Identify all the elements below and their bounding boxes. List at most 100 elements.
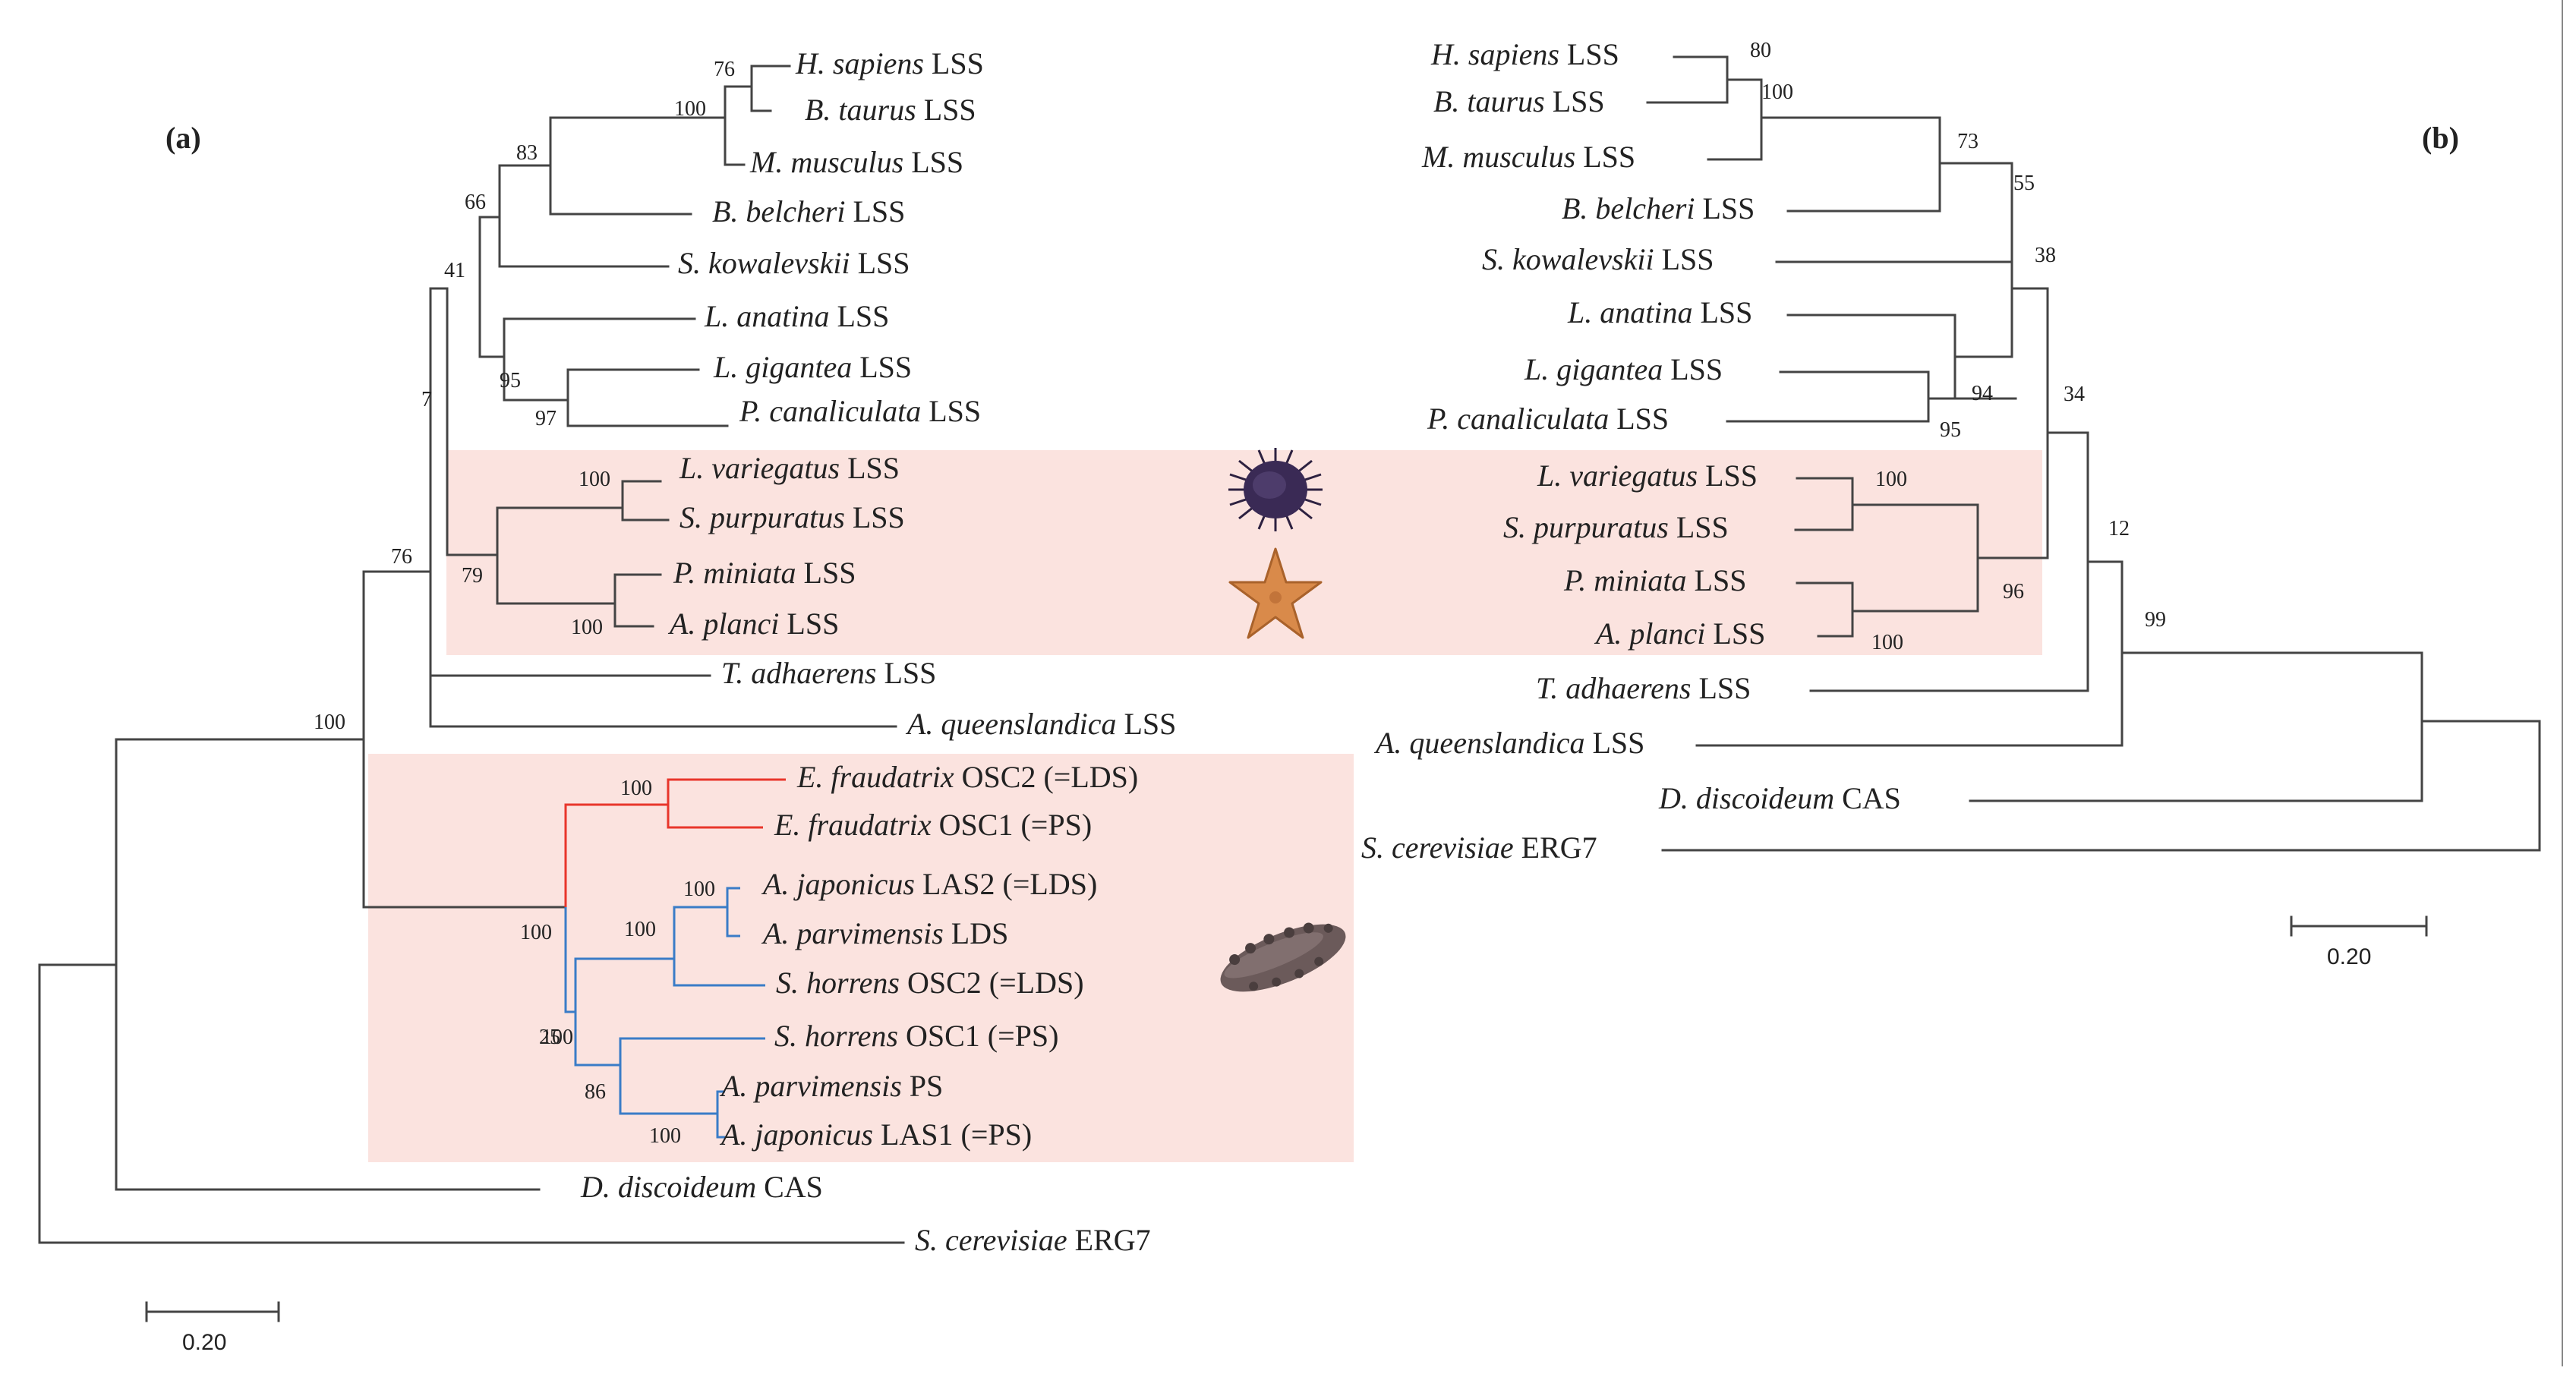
leaf-label: B. belcheri LSS bbox=[1562, 191, 1755, 225]
support-value: 76 bbox=[714, 58, 735, 81]
branch bbox=[750, 65, 791, 112]
support-value: 95 bbox=[1940, 418, 1961, 442]
support-value: 66 bbox=[465, 191, 486, 214]
support-value: 94 bbox=[1972, 382, 1993, 405]
branch bbox=[613, 573, 662, 628]
leaf-label: A. planci LSS bbox=[667, 607, 839, 641]
support-value: 100 bbox=[579, 468, 610, 491]
branch bbox=[724, 85, 753, 166]
leaf-label: L. anatina LSS bbox=[704, 299, 889, 333]
support-value: 100 bbox=[624, 918, 656, 941]
leaf-label: T. adhaerens LSS bbox=[1536, 671, 1751, 705]
branch bbox=[478, 216, 506, 358]
branch bbox=[429, 287, 897, 728]
branch-blue bbox=[619, 1037, 765, 1115]
support-value: 86 bbox=[585, 1080, 606, 1104]
branch bbox=[1775, 162, 2013, 263]
branch-blue bbox=[716, 1090, 725, 1139]
leaf-label: T. adhaerens LSS bbox=[721, 656, 936, 690]
leaf-label: B. taurus LSS bbox=[1433, 84, 1605, 118]
leaf-label: A. queenslandica LSS bbox=[905, 707, 1176, 741]
branch bbox=[1661, 651, 2541, 852]
branch bbox=[38, 738, 541, 1191]
branch bbox=[1794, 477, 1979, 531]
branch bbox=[496, 506, 624, 605]
leaf-label: E. fraudatrix OSC2 (=LDS) bbox=[796, 760, 1138, 794]
leaf-label: L. anatina LSS bbox=[1567, 295, 1752, 329]
leaf-label: L. gigantea LSS bbox=[1524, 352, 1723, 386]
leaf-label: A. japonicus LAS1 (=PS) bbox=[719, 1117, 1032, 1152]
scale-bar-b bbox=[2290, 915, 2428, 937]
scale-bar-a bbox=[145, 1301, 280, 1322]
branch bbox=[1707, 78, 1763, 161]
support-value: 79 bbox=[462, 564, 483, 588]
leaf-label: S. cerevisiae ERG7 bbox=[915, 1223, 1151, 1257]
support-value: 38 bbox=[2035, 244, 2056, 267]
leaf-label: H. sapiens LSS bbox=[1430, 37, 1619, 71]
panel-label-a: (a) bbox=[166, 121, 201, 155]
branch bbox=[549, 116, 727, 216]
branch bbox=[1726, 370, 1956, 423]
support-value: 100 bbox=[1875, 468, 1907, 491]
branch bbox=[498, 164, 670, 268]
branch bbox=[1646, 55, 1729, 104]
branch-blue bbox=[564, 907, 575, 1013]
leaf-label: M. musculus LSS bbox=[1421, 140, 1635, 174]
support-value: 12 bbox=[2108, 517, 2130, 540]
sea-urchin-icon bbox=[1228, 448, 1323, 531]
leaf-label: A. parvimensis LDS bbox=[761, 916, 1008, 950]
support-value: 100 bbox=[674, 97, 706, 121]
support-value: 34 bbox=[2064, 383, 2085, 406]
leaf-label: H. sapiens LSS bbox=[795, 46, 984, 80]
branch-red bbox=[564, 803, 668, 907]
leaf-label: D. discoideum CAS bbox=[1658, 781, 1901, 815]
support-value: 100 bbox=[1871, 631, 1903, 654]
branch-blue bbox=[673, 906, 765, 987]
branch-blue bbox=[726, 887, 740, 937]
panel-label-b: (b) bbox=[2422, 121, 2459, 155]
branch bbox=[362, 570, 567, 909]
support-value: 100 bbox=[520, 921, 552, 944]
support-value: 100 bbox=[1761, 80, 1793, 104]
branch bbox=[38, 963, 905, 1244]
support-value: 96 bbox=[2003, 580, 2024, 603]
leaf-label: S. kowalevskii LSS bbox=[678, 246, 910, 280]
branch bbox=[503, 317, 696, 402]
branch bbox=[429, 287, 499, 556]
scale-bar-label-a: 0.20 bbox=[182, 1330, 226, 1355]
leaf-label: L. gigantea LSS bbox=[713, 350, 912, 384]
support-value: 97 bbox=[535, 407, 557, 430]
leaf-label: P. canaliculata LSS bbox=[1427, 402, 1669, 436]
support-value: 100 bbox=[541, 1026, 573, 1049]
support-value: 100 bbox=[314, 711, 345, 734]
support-value: 41 bbox=[444, 259, 465, 282]
support-value: 100 bbox=[649, 1124, 681, 1148]
support-value: 83 bbox=[516, 141, 538, 165]
leaf-label: A. queenslandica LSS bbox=[1373, 726, 1644, 760]
leaf-label: S. purpuratus LSS bbox=[1503, 510, 1729, 544]
leaf-label: P. canaliculata LSS bbox=[739, 394, 981, 428]
leaf-label: M. musculus LSS bbox=[749, 145, 963, 179]
support-value: 73 bbox=[1957, 130, 1979, 153]
branch bbox=[621, 480, 670, 522]
scale-bar-label-b: 0.20 bbox=[2327, 944, 2371, 969]
support-value: 95 bbox=[500, 369, 521, 392]
leaf-label: L. variegatus LSS bbox=[1537, 459, 1758, 493]
branch bbox=[1796, 503, 1979, 638]
holothurian-highlight-box bbox=[368, 754, 1354, 1162]
branch bbox=[1953, 211, 2013, 358]
branch-blue bbox=[574, 957, 674, 1067]
support-value: 76 bbox=[391, 545, 412, 569]
branch bbox=[1760, 116, 1941, 213]
leaf-label: L. variegatus LSS bbox=[679, 451, 900, 485]
leaf-label: A. japonicus LAS2 (=LDS) bbox=[761, 867, 1097, 901]
leaf-label: P. miniata LSS bbox=[673, 556, 856, 590]
support-value: 99 bbox=[2145, 608, 2166, 632]
leaf-label: B. belcheri LSS bbox=[712, 194, 905, 228]
leaf-label: B. taurus LSS bbox=[805, 93, 976, 127]
support-value: 100 bbox=[620, 777, 652, 800]
leaf-label: S. purpuratus LSS bbox=[679, 500, 905, 534]
branch-red bbox=[667, 778, 786, 829]
leaf-label: S. horrens OSC2 (=LDS) bbox=[776, 966, 1084, 1000]
